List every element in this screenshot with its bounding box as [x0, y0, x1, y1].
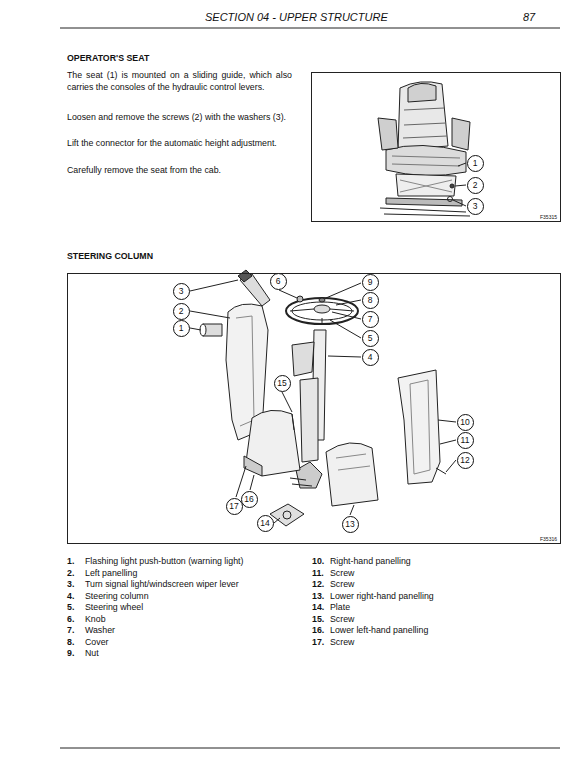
- part-name: Lower right-hand panelling: [330, 590, 434, 602]
- callout-number: 8: [368, 296, 373, 305]
- callout-circle: 15: [274, 375, 291, 392]
- part-number: 16.: [312, 624, 324, 636]
- callout-number: 17: [229, 502, 238, 511]
- callout-number: 10: [460, 418, 469, 427]
- body-text: Carefully remove the seat from the cab.: [67, 164, 292, 176]
- callout-circle: 6: [270, 273, 287, 290]
- callout-number: 13: [345, 520, 354, 529]
- body-text: The seat (1) is mounted on a sliding gui…: [67, 69, 292, 93]
- part-number: 15.: [312, 613, 324, 625]
- part-name: Lower left-hand panelling: [330, 624, 428, 636]
- header-rule: [60, 28, 560, 29]
- part-number: 9.: [67, 647, 74, 659]
- part-name: Turn signal light/windscreen wiper lever: [85, 578, 239, 590]
- part-number: 1.: [67, 555, 74, 567]
- callout-number: 12: [460, 456, 469, 465]
- callout-number: 5: [368, 334, 373, 343]
- callout-circle: 10: [457, 414, 474, 431]
- part-name: Steering column: [85, 590, 149, 602]
- part-number: 12.: [312, 578, 324, 590]
- part-name: Washer: [85, 624, 115, 636]
- running-header: SECTION 04 - UPPER STRUCTURE: [205, 11, 388, 24]
- callout-circle: 13: [342, 516, 359, 533]
- callout-circle: 12: [457, 452, 474, 469]
- callout-number: 3: [179, 287, 184, 296]
- body-text: Lift the connector for the automatic hei…: [67, 137, 292, 149]
- callout-number: 11: [461, 436, 470, 445]
- figure-frame: F353161234567891011121314151617: [67, 273, 561, 544]
- callout-number: 2: [179, 307, 184, 316]
- callout-number: 4: [368, 353, 373, 362]
- part-number: 8.: [67, 636, 74, 648]
- figure-frame: F35315 1 2 3: [311, 72, 561, 222]
- callout-circle: 1: [467, 155, 484, 172]
- page-number: 87: [523, 11, 535, 24]
- callout-number: 3: [473, 202, 478, 211]
- part-number: 3.: [67, 578, 74, 590]
- part-name: Screw: [330, 636, 354, 648]
- section-heading: OPERATOR'S SEAT: [67, 52, 149, 64]
- part-number: 5.: [67, 601, 74, 613]
- part-number: 13.: [312, 590, 324, 602]
- body-text: Loosen and remove the screws (2) with th…: [67, 111, 292, 123]
- callout-number: 14: [260, 519, 269, 528]
- part-name: Nut: [85, 647, 99, 659]
- callout-number: 15: [277, 379, 286, 388]
- callout-circle: 3: [173, 283, 190, 300]
- part-number: 6.: [67, 613, 74, 625]
- callout-circle: 16: [241, 491, 258, 508]
- callout-circle: 8: [362, 292, 379, 309]
- callout-number: 1: [179, 324, 184, 333]
- callout-circle: 14: [257, 515, 274, 532]
- callout-number: 7: [368, 315, 373, 324]
- callout-circle: 1: [173, 320, 190, 337]
- callout-number: 9: [368, 278, 373, 287]
- part-number: 10.: [312, 555, 324, 567]
- part-name: Plate: [330, 601, 350, 613]
- seat-drawing: [378, 82, 470, 216]
- callout-circle: 7: [362, 311, 379, 328]
- part-name: Knob: [85, 613, 106, 625]
- figure-code: F35315: [540, 214, 557, 220]
- callout-circle: 2: [173, 303, 190, 320]
- callout-circle: 17: [226, 498, 243, 515]
- section-heading: STEERING COLUMN: [67, 250, 153, 262]
- part-name: Steering wheel: [85, 601, 143, 613]
- part-name: Cover: [85, 636, 108, 648]
- figure-code: F35316: [540, 536, 557, 542]
- part-name: Screw: [330, 578, 354, 590]
- callout-number: 6: [276, 277, 281, 286]
- part-name: Screw: [330, 613, 354, 625]
- callout-circle: 11: [457, 432, 474, 449]
- steering-column-drawing: [190, 270, 456, 526]
- part-number: 2.: [67, 567, 74, 579]
- part-number: 7.: [67, 624, 74, 636]
- callout-circle: 5: [362, 330, 379, 347]
- callout-circle: 3: [467, 198, 484, 215]
- callout-circle: 4: [362, 349, 379, 366]
- part-name: Right-hand panelling: [330, 555, 411, 567]
- callout-number: 16: [244, 495, 253, 504]
- callout-circle: 9: [362, 274, 379, 291]
- part-number: 4.: [67, 590, 74, 602]
- callout-number: 1: [473, 159, 478, 168]
- part-name: Screw: [330, 567, 354, 579]
- part-number: 14.: [312, 601, 324, 613]
- callout-number: 2: [473, 181, 478, 190]
- part-name: Left panelling: [85, 567, 137, 579]
- part-number: 17.: [312, 636, 324, 648]
- part-name: Flashing light push-button (warning ligh…: [85, 555, 243, 567]
- footer-rule: [60, 748, 560, 749]
- part-number: 11.: [312, 567, 324, 579]
- callout-circle: 2: [467, 177, 484, 194]
